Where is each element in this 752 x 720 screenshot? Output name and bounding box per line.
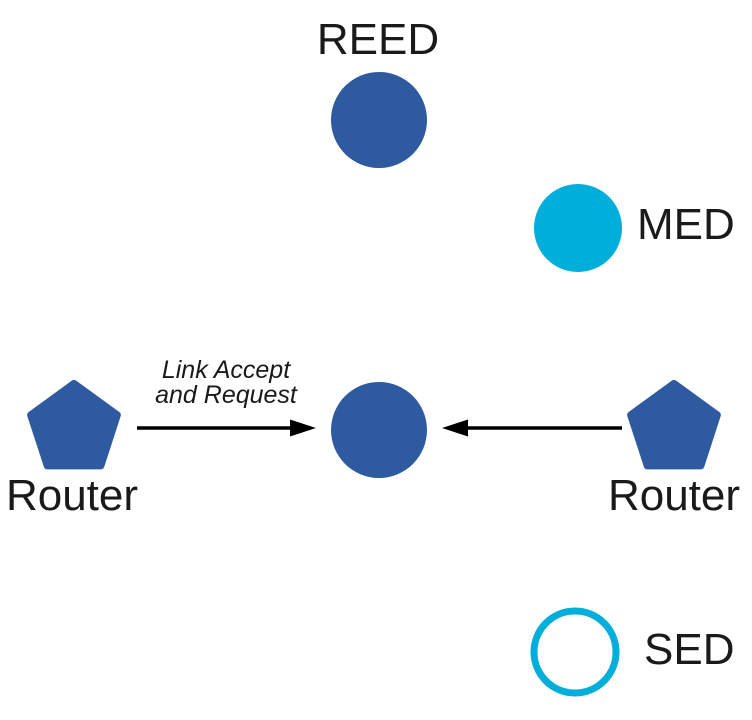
left-arrow-label-line1: Link Accept — [161, 356, 291, 384]
left-arrow-label: Link Accept and Request — [155, 358, 297, 408]
left-arrow — [137, 419, 316, 437]
reed-node-circle — [331, 72, 427, 168]
right-arrow — [442, 419, 622, 437]
center-node-circle — [331, 382, 427, 478]
router-left-label: Router — [5, 471, 139, 520]
left-arrow-label-line2: and Request — [155, 381, 297, 409]
sed-node-circle — [530, 607, 620, 697]
sed-node-label: SED — [644, 625, 735, 674]
med-node-label: MED — [637, 200, 735, 249]
router-right-pentagon — [627, 380, 721, 470]
right-arrowhead-icon — [442, 419, 468, 437]
med-node-circle — [534, 184, 622, 272]
router-right-label: Router — [607, 471, 741, 520]
router-left-pentagon — [27, 380, 121, 470]
left-arrowhead-icon — [290, 419, 316, 437]
reed-node-label: REED — [316, 15, 440, 64]
